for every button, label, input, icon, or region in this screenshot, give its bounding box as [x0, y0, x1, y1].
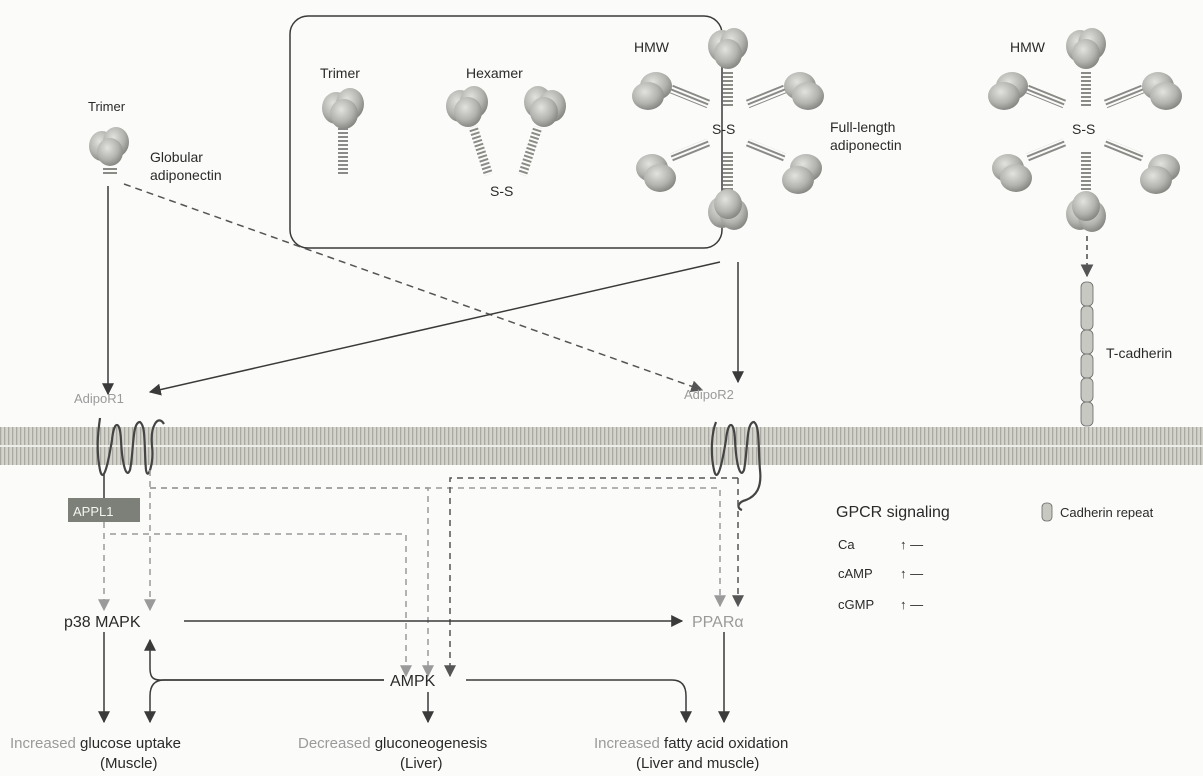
adipor2-label: AdipoR2	[684, 387, 734, 402]
box-hexamer-protein	[446, 86, 566, 176]
box-trimer-label: Trimer	[320, 65, 360, 81]
cadherin-repeat-label: Cadherin repeat	[1060, 505, 1154, 520]
adipor1-label: AdipoR1	[74, 391, 124, 406]
outcome-glucose-uptake: Increased glucose uptake	[10, 735, 181, 752]
box-trimer-protein	[322, 88, 364, 176]
legend-row-ca-mark: ↑ —	[900, 537, 923, 552]
legend-row-cgmp-mark: ↑ —	[900, 597, 923, 612]
box-hmw-ss: S-S	[712, 121, 735, 137]
outcome-glucose-uptake-tissue: (Muscle)	[100, 755, 158, 772]
full-length-label-2: adiponectin	[830, 137, 902, 153]
outcome-gluconeogenesis: Decreased gluconeogenesis	[298, 735, 487, 752]
ampk-to-fatty-acid-arrow	[466, 680, 686, 722]
box-hexamer-label: Hexamer	[466, 65, 523, 81]
globular-to-adipor2-arrow	[124, 184, 702, 390]
ampk-label: AMPK	[390, 673, 436, 690]
appl1-label: APPL1	[73, 504, 113, 519]
full-length-to-adipor1-arrow	[150, 262, 720, 392]
right-hmw-ss: S-S	[1072, 121, 1095, 137]
adipor1-to-ampk-dashed	[150, 488, 428, 676]
full-length-label-1: Full-length	[830, 119, 895, 135]
p38-mapk-label: p38 MAPK	[64, 614, 141, 631]
adipor1-to-ppara-dashed	[150, 488, 720, 606]
legend-row-camp-mark: ↑ —	[900, 566, 923, 581]
right-hmw-label: HMW	[1010, 39, 1046, 55]
legend-row-cgmp-label: cGMP	[838, 597, 874, 612]
t-cadherin-receptor	[1081, 282, 1093, 436]
legend-row-camp-label: cAMP	[838, 566, 873, 581]
adipor2-to-ampk-dashed	[450, 478, 738, 676]
outcome-fatty-acid-tissue: (Liver and muscle)	[636, 755, 759, 772]
outcome-fatty-acid-oxidation: Increased fatty acid oxidation	[594, 735, 788, 752]
box-hmw-label: HMW	[634, 39, 670, 55]
legend-row-ca-label: Ca	[838, 537, 855, 552]
cadherin-repeat-icon	[1042, 503, 1052, 521]
t-cadherin-label: T-cadherin	[1106, 345, 1172, 361]
ampk-to-glucose-uptake-arrow	[150, 680, 384, 722]
ampk-to-p38-arrow	[150, 640, 384, 680]
globular-label-1: Globular	[150, 149, 203, 165]
globular-trimer-protein	[89, 127, 129, 174]
box-hexamer-ss: S-S	[490, 183, 513, 199]
appl1-to-ampk-dashed	[110, 534, 406, 676]
globular-trimer-label: Trimer	[88, 99, 126, 114]
ppara-label: PPARα	[692, 614, 744, 631]
globular-label-2: adiponectin	[150, 167, 222, 183]
outcome-gluconeogenesis-tissue: (Liver)	[400, 755, 443, 772]
gpcr-legend-title: GPCR signaling	[836, 504, 950, 521]
